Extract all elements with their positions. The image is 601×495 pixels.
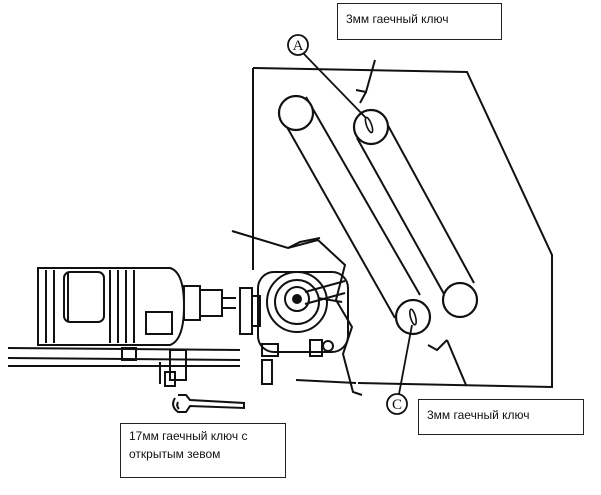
marker-c-label: C xyxy=(392,397,402,413)
callout-left-open-wrench: 17мм гаечный ключ с открытым зевом xyxy=(120,423,286,478)
roller-a xyxy=(352,108,390,146)
callout-left-text-line1: 17мм гаечный ключ с xyxy=(129,429,248,443)
hex-key-top-icon xyxy=(355,59,376,104)
roller-c xyxy=(394,298,432,336)
open-end-wrench-icon xyxy=(172,394,245,413)
roller-bottom-right xyxy=(441,281,479,319)
coupling xyxy=(239,287,261,335)
rollers xyxy=(277,94,479,336)
callout-right-hex-key: 3мм гаечный ключ xyxy=(418,399,584,435)
marker-a-label: A xyxy=(293,38,304,54)
base-rails xyxy=(7,347,241,387)
callout-left-text-line2: открытым зевом xyxy=(129,447,221,461)
belts xyxy=(282,96,475,319)
hex-key-bottom-icon xyxy=(427,339,467,386)
callout-top-text: 3мм гаечный ключ xyxy=(346,12,449,26)
callout-top-hex-key: 3мм гаечный ключ xyxy=(337,3,502,40)
marker-a: A xyxy=(287,34,367,119)
roller-slots xyxy=(364,116,417,326)
gearbox xyxy=(257,271,349,385)
callout-right-text: 3мм гаечный ключ xyxy=(427,408,530,422)
roller-top-left xyxy=(277,94,315,132)
motor xyxy=(37,267,236,346)
marker-c: C xyxy=(386,324,413,415)
